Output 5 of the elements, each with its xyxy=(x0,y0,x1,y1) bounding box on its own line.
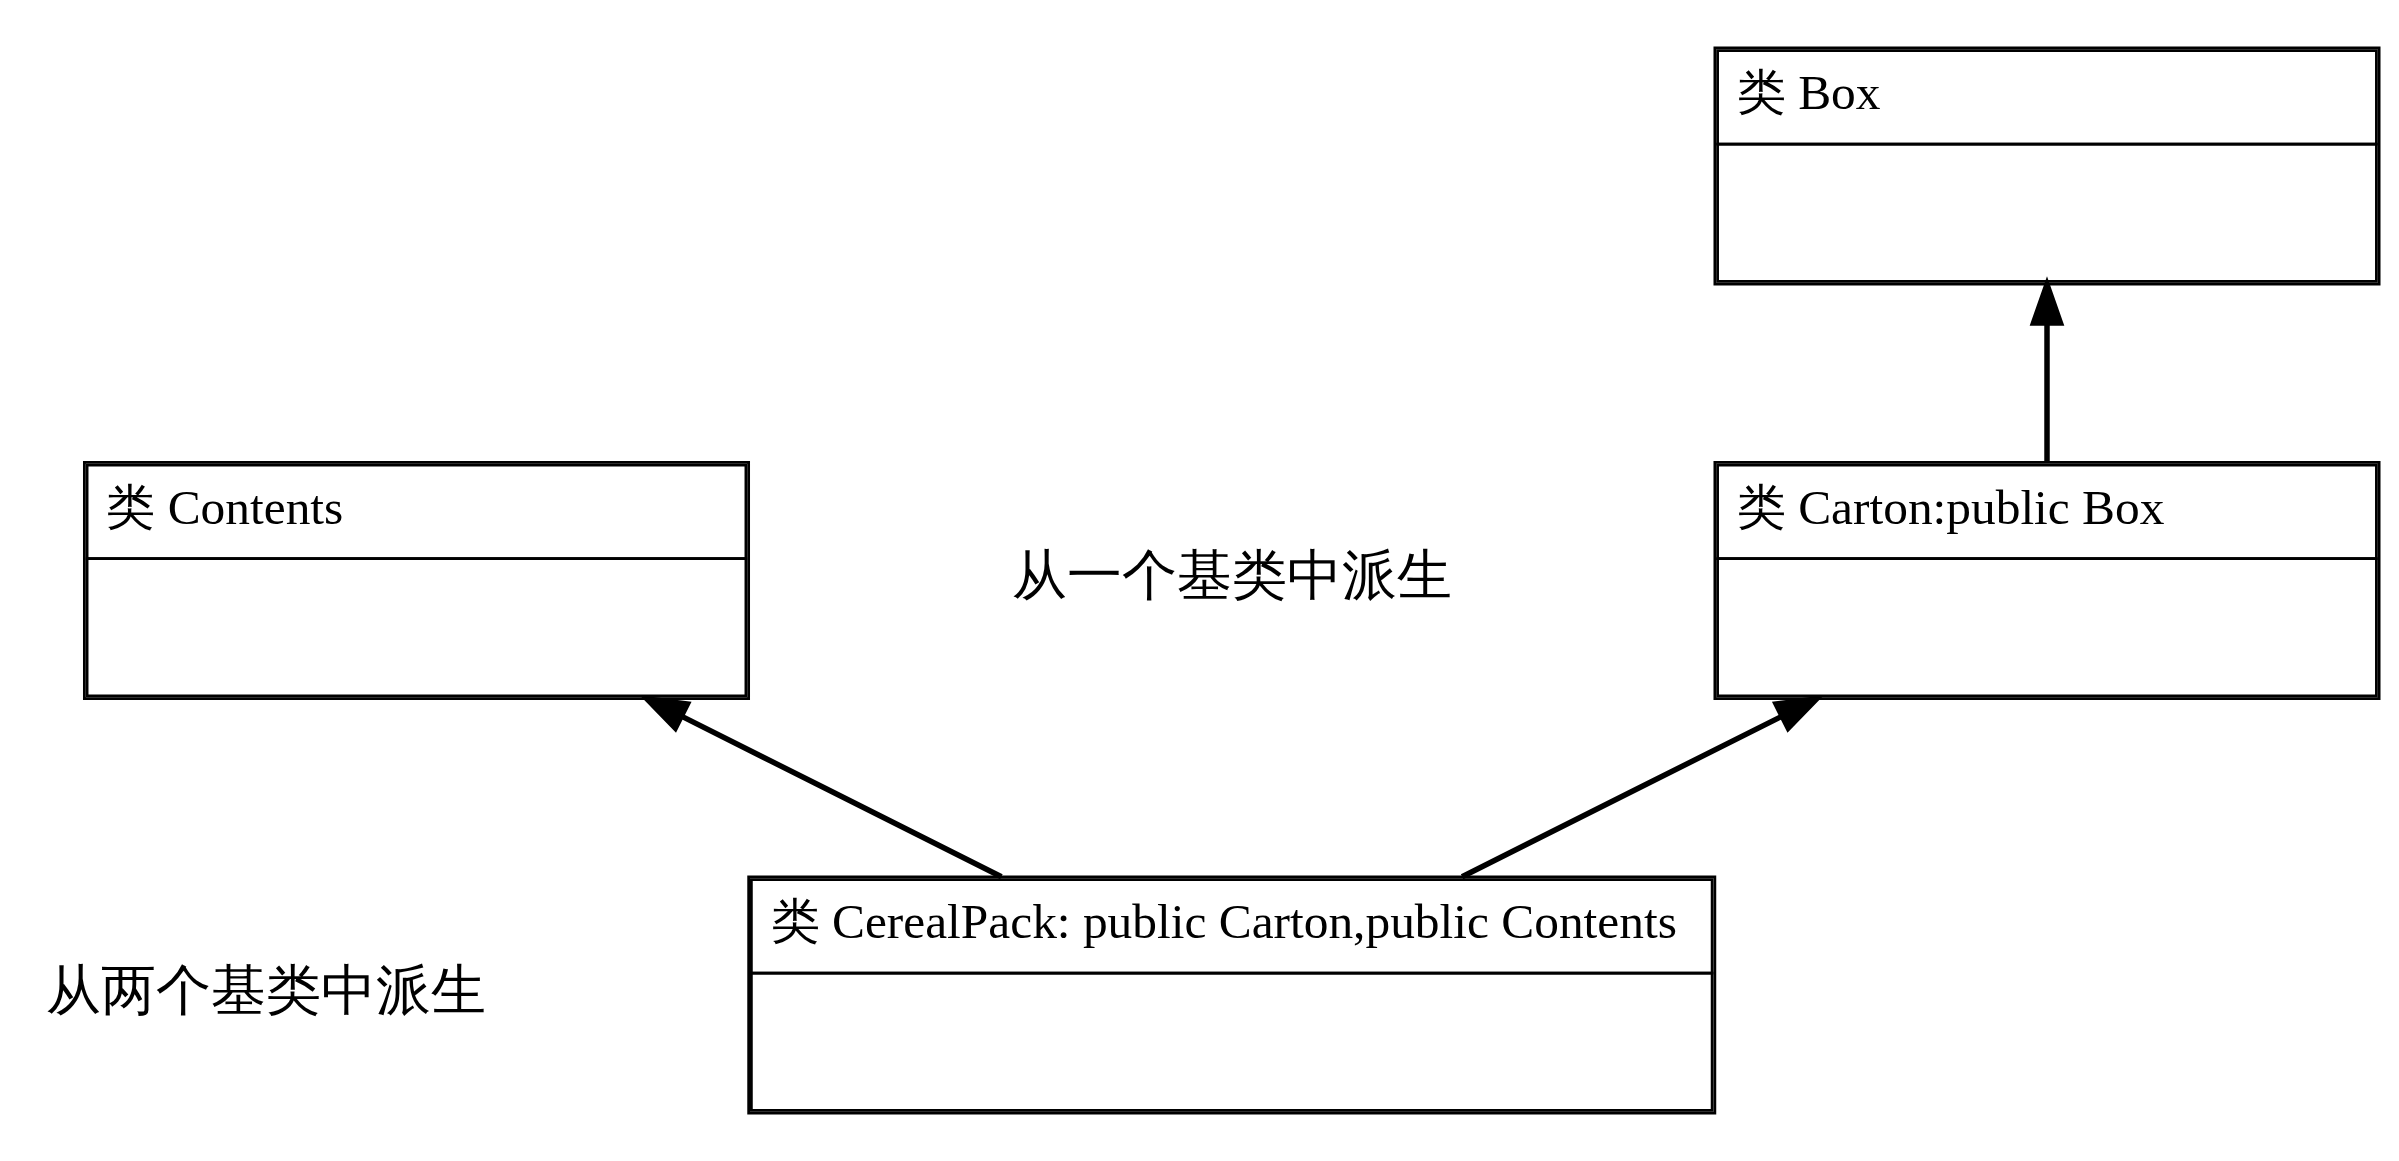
arrow xyxy=(2029,276,2065,462)
label: 从两个基类中派生 xyxy=(45,959,486,1021)
arrow xyxy=(1460,695,1824,880)
arrow xyxy=(639,695,1003,880)
label: 从一个基类中派生 xyxy=(1011,545,1452,607)
